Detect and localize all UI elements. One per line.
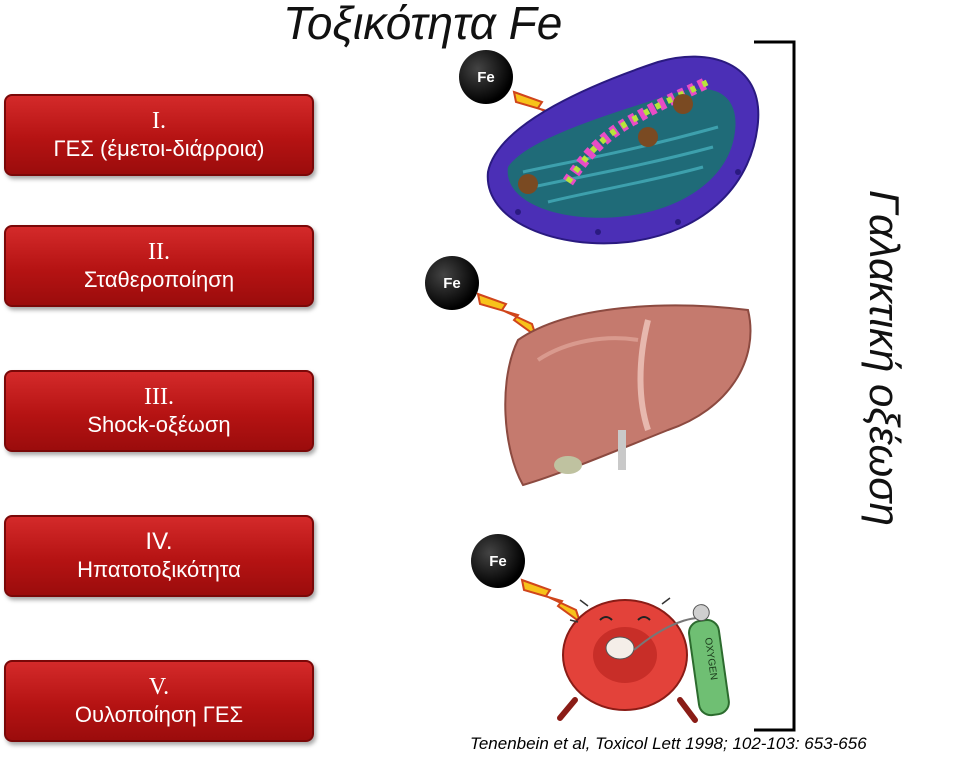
stage-text: Ηπατοτοξικότητα	[77, 557, 241, 582]
stage-text: Σταθεροποίηση	[83, 267, 235, 292]
fe-ion-icon: Fe	[459, 50, 513, 104]
stage-box-5: V. Ουλοποίηση ΓΕΣ	[4, 660, 314, 742]
stage-number: IV.	[145, 528, 173, 555]
stage-box-4: IV. Ηπατοτοξικότητα	[4, 515, 314, 597]
stage-box-1: I. ΓΕΣ (έμετοι-διάρροια)	[4, 94, 314, 176]
stage-text: Shock-οξέωση	[87, 412, 231, 437]
stage-number: III.	[144, 384, 174, 410]
stage-number: V.	[148, 674, 170, 700]
stage-box-2: II. Σταθεροποίηση	[4, 225, 314, 307]
red-blood-cell-cartoon: OXYGEN	[557, 597, 730, 723]
stage-number: I.	[152, 108, 166, 134]
stage-text: Ουλοποίηση ΓΕΣ	[74, 702, 244, 727]
stage-box-3: III. Shock-οξέωση	[4, 370, 314, 452]
lactic-acidosis-label: Γαλακτική οξέωση	[861, 190, 908, 526]
stage-text: ΓΕΣ (έμετοι-διάρροια)	[53, 136, 265, 161]
mitochondrion-illustration	[486, 55, 760, 245]
liver-illustration	[504, 304, 752, 487]
page-title: Τοξικότητα Fe	[283, 0, 563, 49]
stage-number: II.	[148, 239, 170, 265]
side-label-container: Γαλακτική οξέωση	[838, 190, 928, 630]
fe-ion-icon: Fe	[471, 534, 525, 588]
bracket-divider	[754, 40, 796, 732]
citation-text: Tenenbein et al, Toxicol Lett 1998; 102-…	[470, 734, 867, 753]
fe-ion-icon: Fe	[425, 256, 479, 310]
